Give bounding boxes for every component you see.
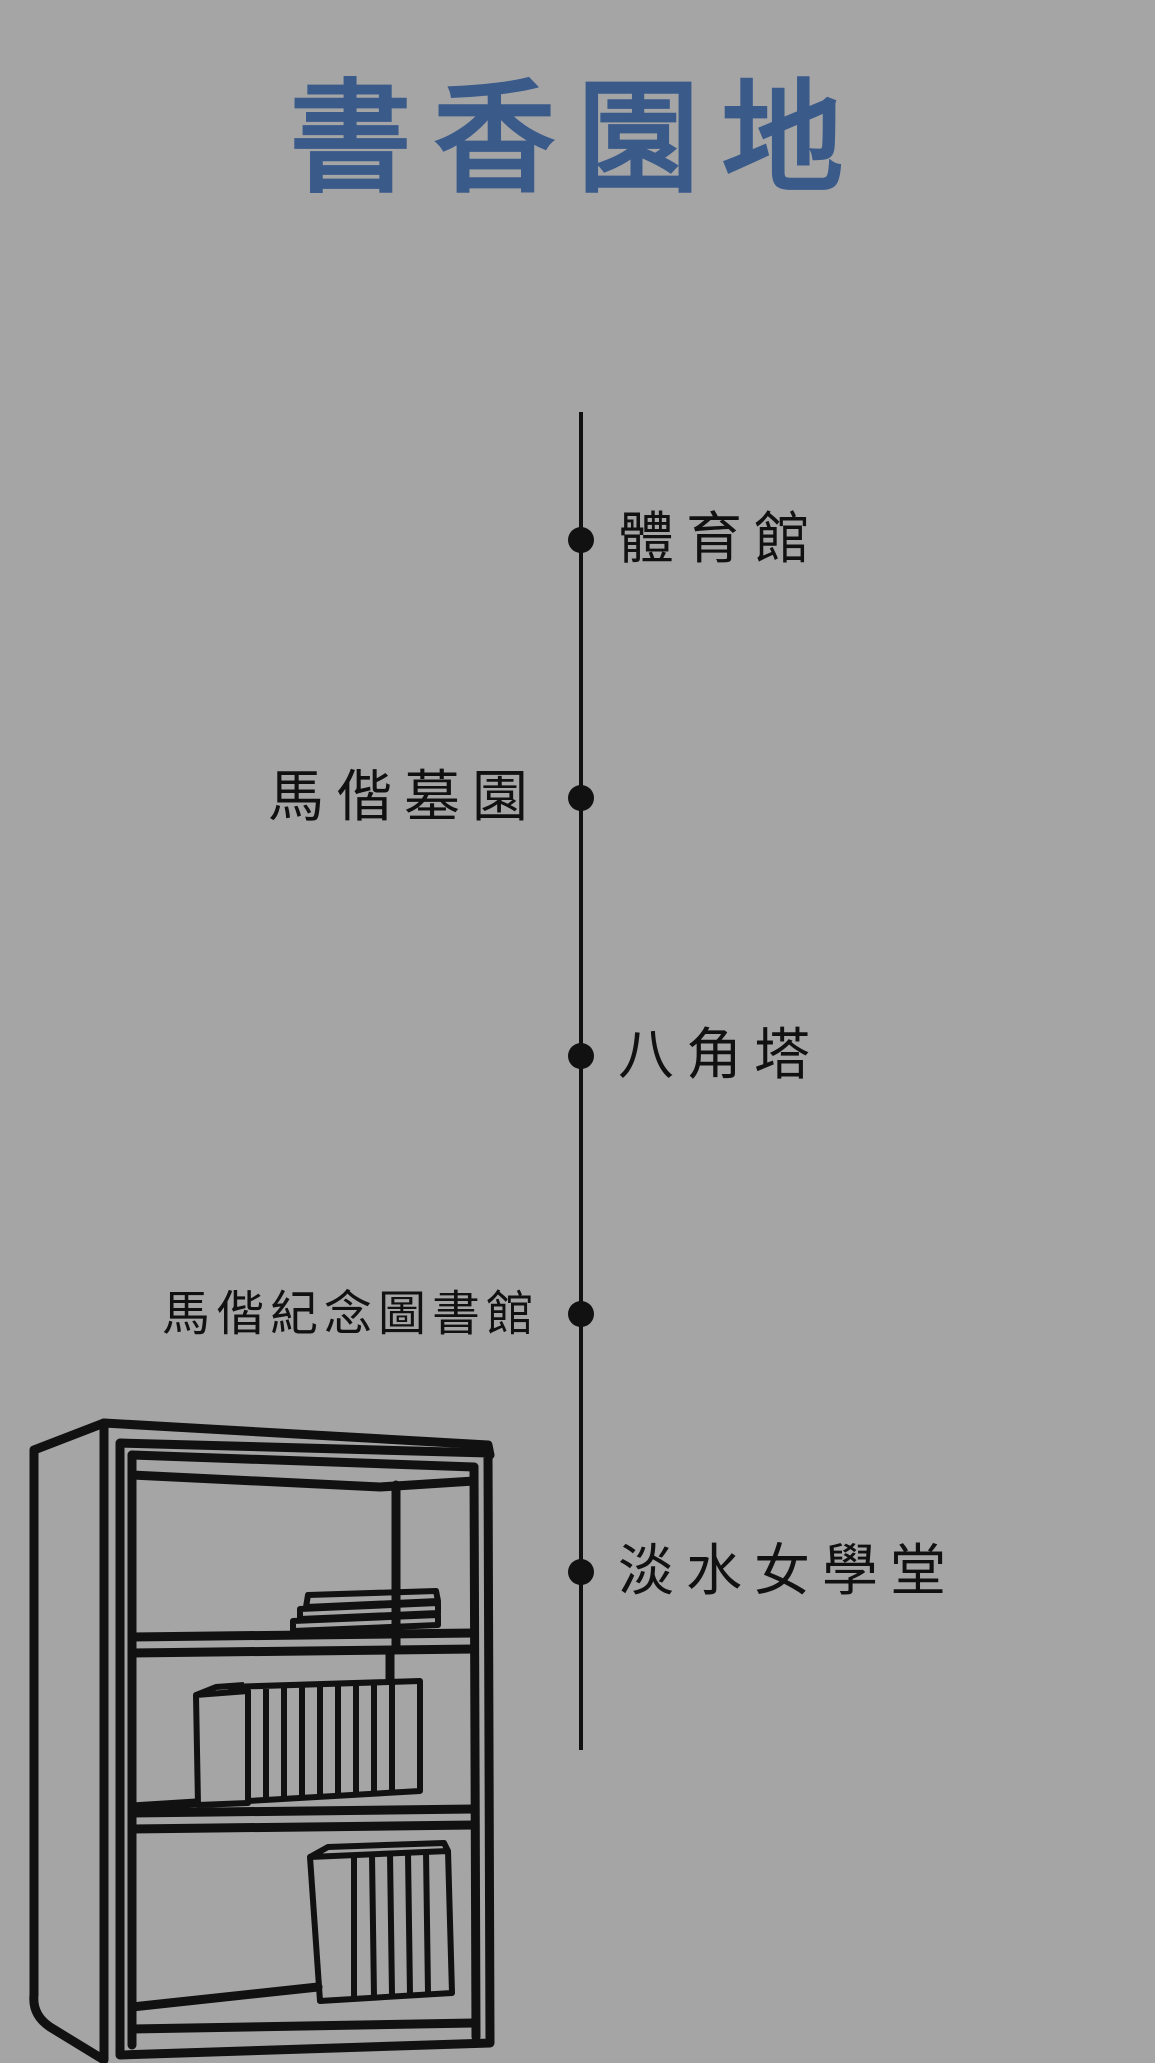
timeline-dot-4 xyxy=(568,1301,594,1327)
timeline-label-3[interactable]: 八角塔 xyxy=(618,1023,822,1088)
timeline-dot-5 xyxy=(568,1559,594,1585)
page-title: 書香園地 xyxy=(289,68,866,210)
timeline-label-5[interactable]: 淡水女學堂 xyxy=(618,1539,958,1604)
timeline-dot-3 xyxy=(568,1043,594,1069)
timeline-dot-1 xyxy=(568,527,594,553)
timeline-dot-2 xyxy=(568,785,594,811)
bookcase-illustration xyxy=(29,1418,495,2063)
timeline-line xyxy=(579,412,583,1750)
timeline-label-1[interactable]: 體育館 xyxy=(618,507,822,572)
timeline-label-4[interactable]: 馬偕紀念圖書館 xyxy=(161,1286,540,1342)
timeline-label-2[interactable]: 馬偕墓園 xyxy=(268,765,540,830)
